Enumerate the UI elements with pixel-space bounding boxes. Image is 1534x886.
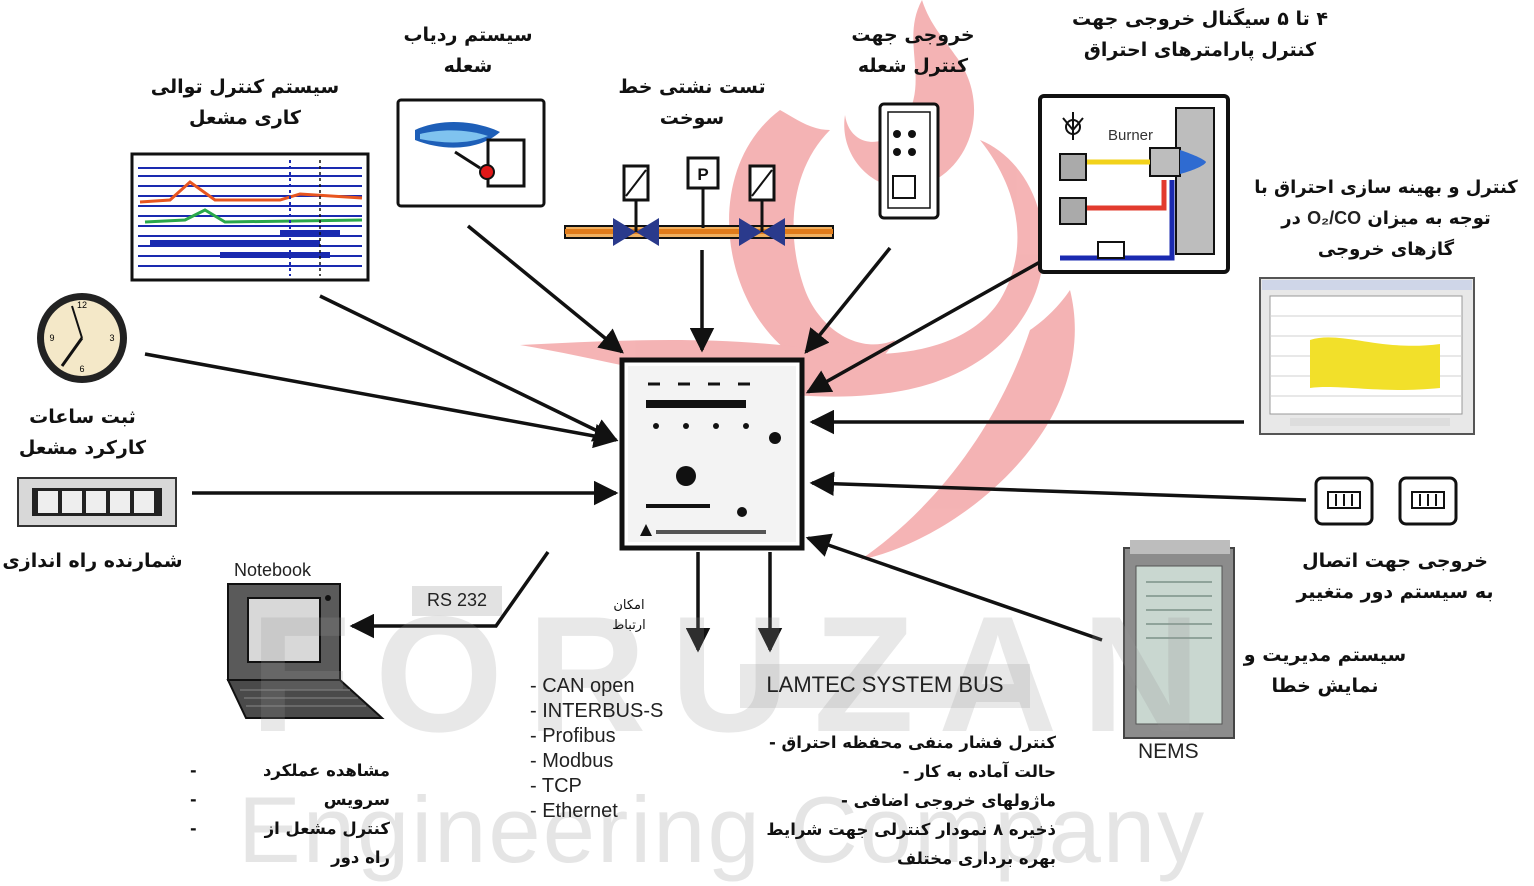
clock-icon: 12 3 6 9 xyxy=(37,293,127,383)
o2co-chart-screen xyxy=(1259,277,1475,435)
lamtec-bus-box xyxy=(740,664,1030,708)
arrow-notebook xyxy=(349,550,550,639)
bus-feature-item: ماژولهای خروجی اضافی - xyxy=(841,791,1056,810)
protocol-item: - Ethernet xyxy=(530,800,618,822)
o2co-line-1: کنترل و بهینه سازی احتراق با xyxy=(1254,177,1518,198)
label-burner-sequence: سیستم کنترل توالی کاری مشعل xyxy=(150,76,340,129)
watermark-subtitle: Engineering Company xyxy=(238,777,1207,882)
notebook-label: Notebook xyxy=(234,560,312,580)
main-controller-unit xyxy=(619,357,805,551)
o2co-line-2: توجه به میزان O₂/CO در xyxy=(1240,203,1532,234)
bus-feature-item: ذخیره ۸ نمودار کنترلی جهت شرایط xyxy=(766,820,1056,839)
arrow-vsd xyxy=(809,471,1307,502)
protocol-list: - CAN open - INTERBUS-S - Profibus - Mod… xyxy=(530,674,663,824)
svg-text:12: 12 xyxy=(77,300,87,310)
watermark-name: FORUZAN xyxy=(250,582,1225,766)
label-startup-counter: شمارنده راه اندازی xyxy=(2,550,183,572)
o2co-formula: O₂/CO xyxy=(1307,208,1362,228)
svg-text:9: 9 xyxy=(49,333,54,343)
nems-label: NEMS xyxy=(1138,740,1199,763)
lamtec-bus-label: LAMTEC SYSTEM BUS xyxy=(766,672,1004,697)
arrow-flame-output xyxy=(804,246,892,354)
svg-text:6: 6 xyxy=(79,364,84,374)
label-hour-meter: ثبت ساعات کارکرد مشعل xyxy=(18,406,147,459)
bus-feature-list: کنترل فشار منفی محفظه احتراق - حالت آماد… xyxy=(700,728,1056,873)
notebook-computer xyxy=(226,583,385,719)
label-flame-detector: سیستم ردیاب شعله xyxy=(403,24,533,77)
fuel-line-valves xyxy=(564,156,834,246)
arrow-sequence xyxy=(319,294,619,442)
protocol-item: - INTERBUS-S xyxy=(530,700,664,722)
protocol-item: - TCP xyxy=(530,775,582,797)
bus-feature-item: حالت آماده به کار - xyxy=(902,762,1056,781)
label-nems-system: سیستم مدیریت و نمایش خطا xyxy=(1243,644,1407,697)
notebook-feature-item: - مشاهده عملکرد xyxy=(190,761,390,780)
label-fuel-leak-test: تست نشتی خط سوخت xyxy=(618,76,766,129)
flame-detector-box xyxy=(396,98,546,208)
label-flame-control-output: خروجی جهت کنترل شعله xyxy=(851,24,975,77)
protocol-item: - CAN open xyxy=(530,675,635,697)
o2co-line-3: گازهای خروجی xyxy=(1317,239,1455,260)
o2co-line-2-pre: توجه به میزان xyxy=(1361,208,1491,229)
notebook-feature-item: - کنترل مشعل از راه دور xyxy=(190,819,390,867)
svg-text:3: 3 xyxy=(109,333,114,343)
connection-arrows xyxy=(144,224,1307,653)
o2co-line-2-post: در xyxy=(1281,208,1308,229)
vsd-output-connectors xyxy=(1314,476,1458,526)
burner-control-box xyxy=(1038,94,1230,274)
arrow-burner xyxy=(805,260,1041,394)
rs232-box xyxy=(412,586,502,616)
rs232-label: RS 232 xyxy=(426,590,488,610)
label-o2co-control: کنترل و بهینه سازی احتراق با توجه به میز… xyxy=(1240,172,1532,265)
startup-counter-device xyxy=(17,477,177,527)
label-connection-possibility: امکان ارتباط xyxy=(612,598,646,633)
bus-feature-item: بهره برداری مختلف xyxy=(896,849,1056,868)
label-vsd-output: خروجی جهت اتصال به سیستم دور متغییر xyxy=(1296,550,1494,603)
bus-feature-item: کنترل فشار منفی محفظه احتراق - xyxy=(768,733,1056,752)
protocol-item: - Profibus xyxy=(530,725,616,747)
notebook-feature-item: - سرویس xyxy=(190,790,390,809)
label-output-signals: ۴ تا ۵ سیگنال خروجی جهت کنترل پارامترهای… xyxy=(1071,8,1329,61)
flame-control-output-device xyxy=(878,102,940,220)
arrow-flame-detector xyxy=(466,224,624,354)
arrow-clock xyxy=(144,352,619,449)
protocol-item: - Modbus xyxy=(530,750,614,772)
pressure-switch-label: P xyxy=(697,165,708,184)
sequence-control-screen xyxy=(130,152,370,282)
burner-label: Burner xyxy=(1108,127,1153,144)
notebook-feature-list: - مشاهده عملکرد - سرویس - کنترل مشعل از … xyxy=(190,756,390,872)
nems-device xyxy=(1123,540,1235,739)
arrow-nems xyxy=(805,533,1103,642)
